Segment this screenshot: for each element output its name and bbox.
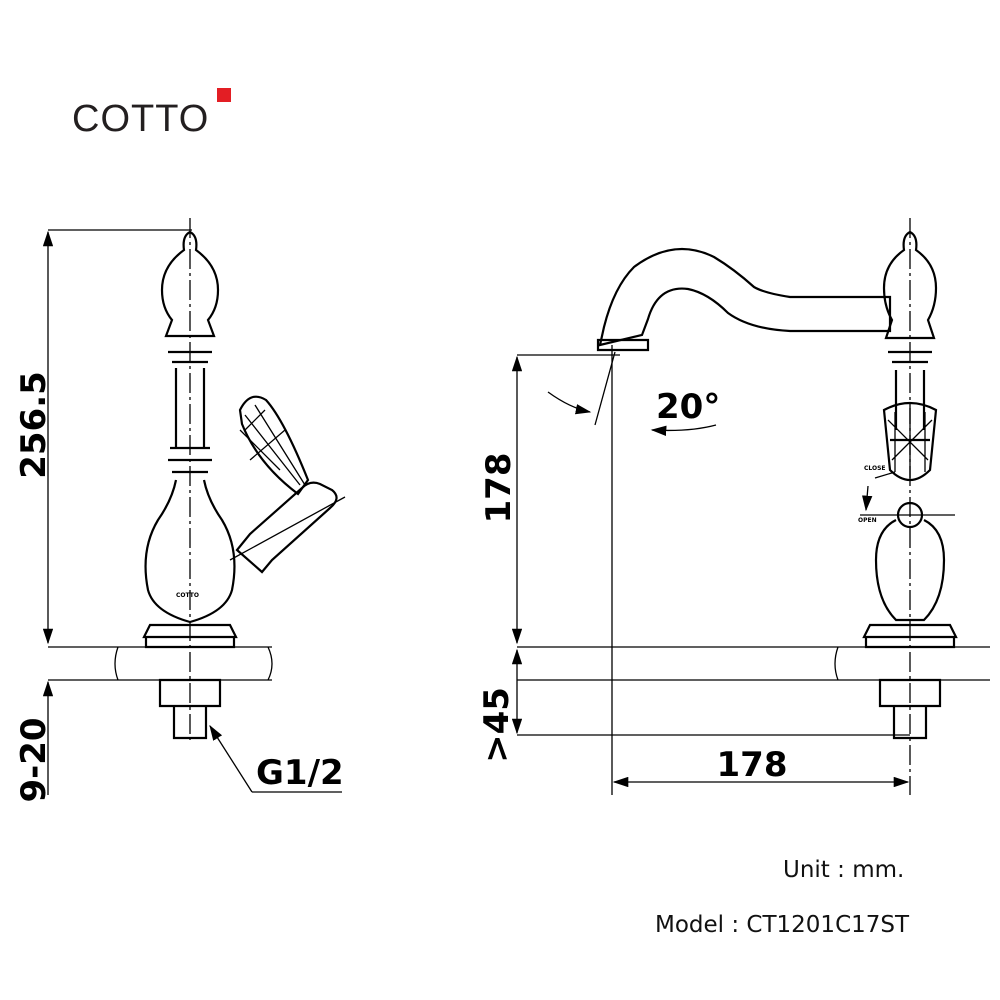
unit-note: Unit : mm. [783,857,905,883]
open-label: OPEN [858,517,877,524]
model-note: Model : CT1201C17ST [655,912,910,938]
angle-label: 20° [656,387,720,427]
body-logo: COTTO [176,592,199,599]
below-deck-label: >45 [477,687,517,763]
height-label: 256.5 [14,371,54,479]
spout-reach-label: 178 [717,745,788,785]
cotto-logo: COTTO [72,98,210,140]
logo-red-square [217,88,231,102]
deck-thickness-label: 9-20 [14,717,54,802]
thread-label: G1/2 [256,753,344,793]
front-view: CLOSE OPEN 178 >45 178 20° [477,218,990,795]
close-label: CLOSE [864,465,886,472]
side-view: 256.5 9-20 COTTO G1/2 [14,218,346,803]
spout-height-label: 178 [479,453,519,524]
